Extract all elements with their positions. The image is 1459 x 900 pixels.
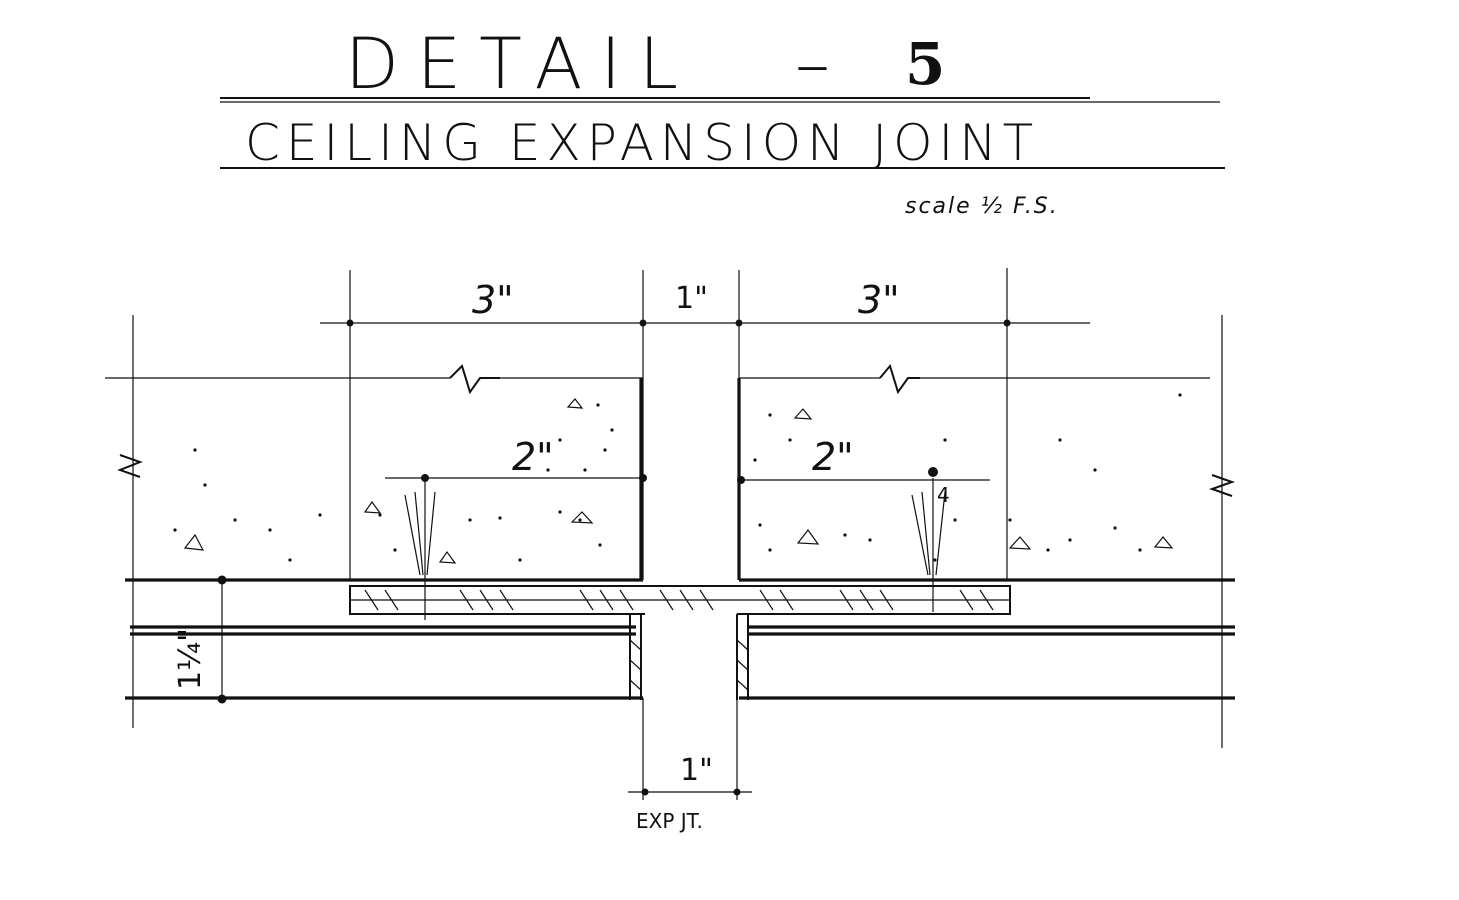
concrete-aggregate-triangles (183, 398, 1174, 564)
dim-joint-1in-top: 1" (675, 281, 708, 316)
right-break-mark (1208, 474, 1236, 497)
detail-title: DETAIL (345, 23, 696, 105)
detail-title-dash: – (795, 23, 848, 105)
concrete-slab (105, 315, 1236, 748)
expansion-plate-assembly (125, 585, 1235, 800)
dim-right-2in: 2" (812, 435, 854, 479)
top-dimension-line: 3" 1" 3" (320, 268, 1090, 580)
plate-hatching (364, 589, 994, 611)
expansion-joint-label: EXP JT. (636, 809, 703, 833)
left-break-mark (117, 454, 143, 478)
dim-thickness: 1¼" (173, 628, 208, 690)
detail-number: 5 (905, 30, 945, 98)
dim-left-3in: 3" (472, 278, 514, 322)
bottom-joint-dimension: 1" EXP JT. (628, 753, 752, 833)
inner-dimension-lines: 2" 2" 4 (385, 435, 990, 620)
dim-right-3in: 3" (858, 278, 900, 322)
dim-right-tick-label: 4 (937, 483, 950, 507)
title-block: DETAIL – 5 CEILING EXPANSION JOINT scale… (220, 23, 1225, 219)
dim-left-2in: 2" (512, 435, 554, 479)
subtitle: CEILING EXPANSION JOINT (245, 114, 1039, 172)
scale-note: scale ½ F.S. (905, 194, 1059, 219)
dim-joint-1in-bottom: 1" (680, 753, 713, 788)
concrete-aggregate (173, 393, 1182, 562)
thickness-dimension: 1¼" (173, 575, 227, 704)
